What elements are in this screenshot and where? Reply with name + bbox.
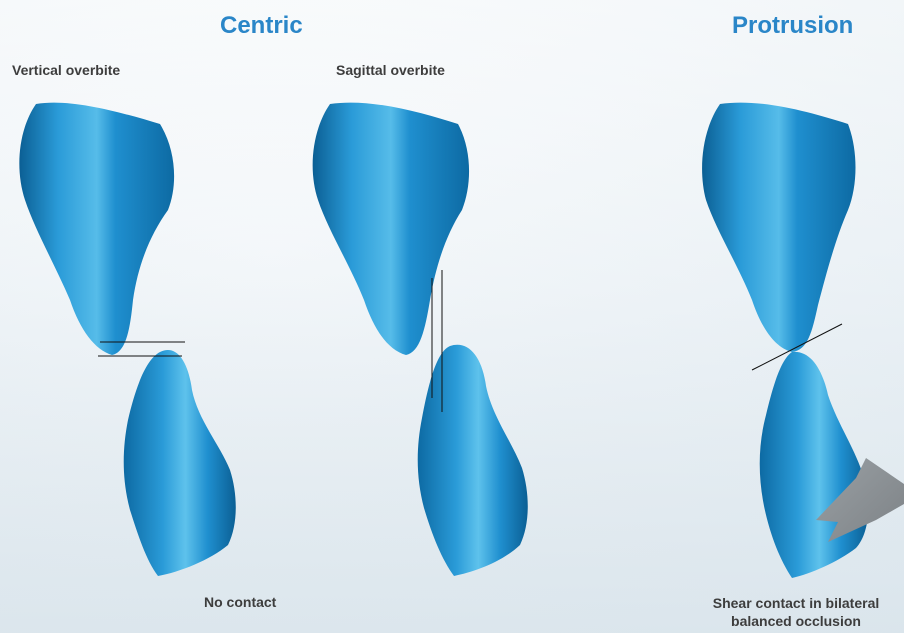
tooth-group-vertical-overbite xyxy=(19,103,235,576)
upper-tooth-sagittal xyxy=(313,103,469,355)
upper-tooth-vertical xyxy=(19,103,174,355)
lower-tooth-vertical xyxy=(124,350,236,576)
lower-tooth-sagittal xyxy=(418,345,528,576)
lower-tooth-protrusion xyxy=(760,352,868,578)
tooth-group-sagittal-overbite xyxy=(313,103,528,576)
tooth-group-protrusion xyxy=(702,103,904,578)
upper-tooth-protrusion xyxy=(702,103,855,352)
